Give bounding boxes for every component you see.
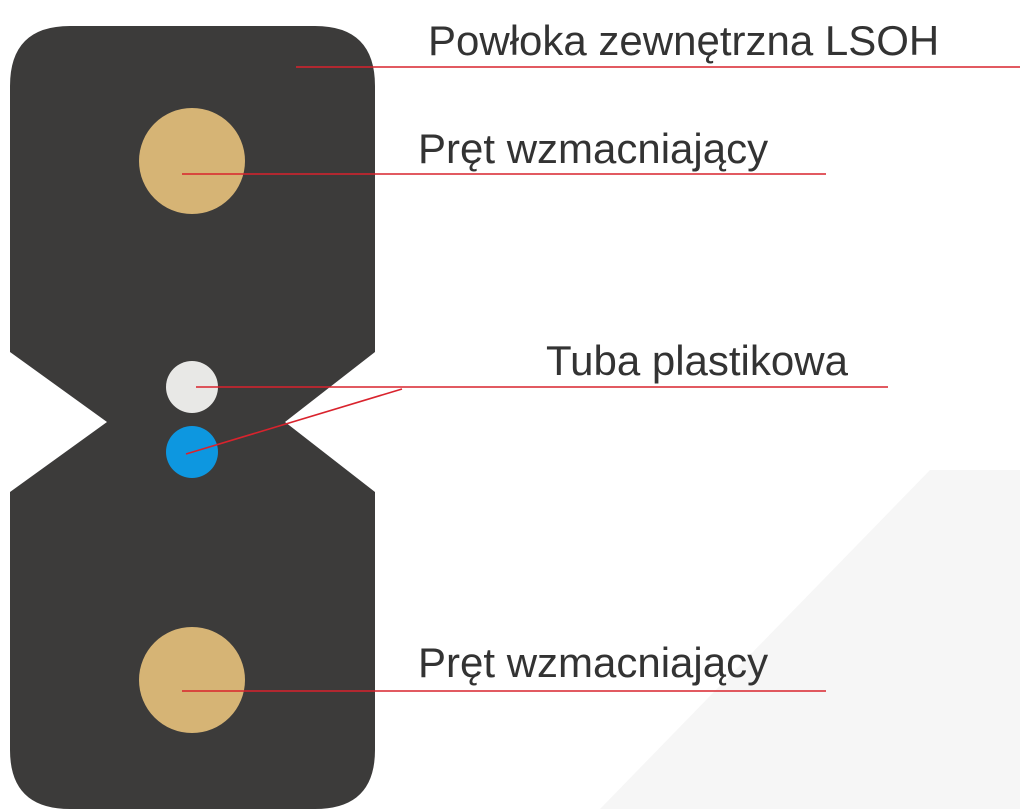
watermark-logo [600,470,1020,809]
label-sheath: Powłoka zewnętrzna LSOH [428,17,939,64]
label-rod-bottom: Pręt wzmacniający [418,639,768,686]
fiber-tube-white [166,361,218,413]
leader-line-tube-blue [185,388,403,455]
watermark-shape [600,470,1020,809]
strength-rod-top [139,108,245,214]
label-rod-top: Pręt wzmacniający [418,125,768,172]
strength-rod-bottom [139,627,245,733]
outer-sheath [10,26,375,809]
label-tube: Tuba plastikowa [546,337,849,384]
